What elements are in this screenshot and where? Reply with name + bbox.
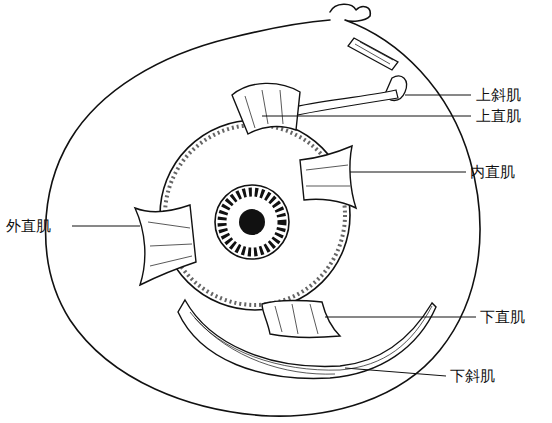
inferior-rectus bbox=[262, 301, 340, 338]
muscle-label: 下斜肌 bbox=[450, 367, 495, 385]
orbit-outline bbox=[46, 4, 480, 416]
muscle-label: 内直肌 bbox=[470, 163, 515, 181]
muscle-label: 外直肌 bbox=[6, 217, 51, 235]
muscle-label: 上斜肌 bbox=[476, 86, 521, 104]
lateral-rectus bbox=[135, 205, 196, 285]
iris bbox=[215, 185, 289, 259]
muscle-label: 下直肌 bbox=[480, 308, 525, 326]
superior-rectus bbox=[232, 83, 300, 134]
leader-lines bbox=[72, 95, 476, 376]
medial-rectus bbox=[300, 146, 356, 208]
muscle-label: 上直肌 bbox=[476, 107, 521, 125]
superior-oblique bbox=[348, 38, 398, 70]
inferior-oblique bbox=[178, 300, 436, 378]
pupil bbox=[239, 209, 265, 235]
